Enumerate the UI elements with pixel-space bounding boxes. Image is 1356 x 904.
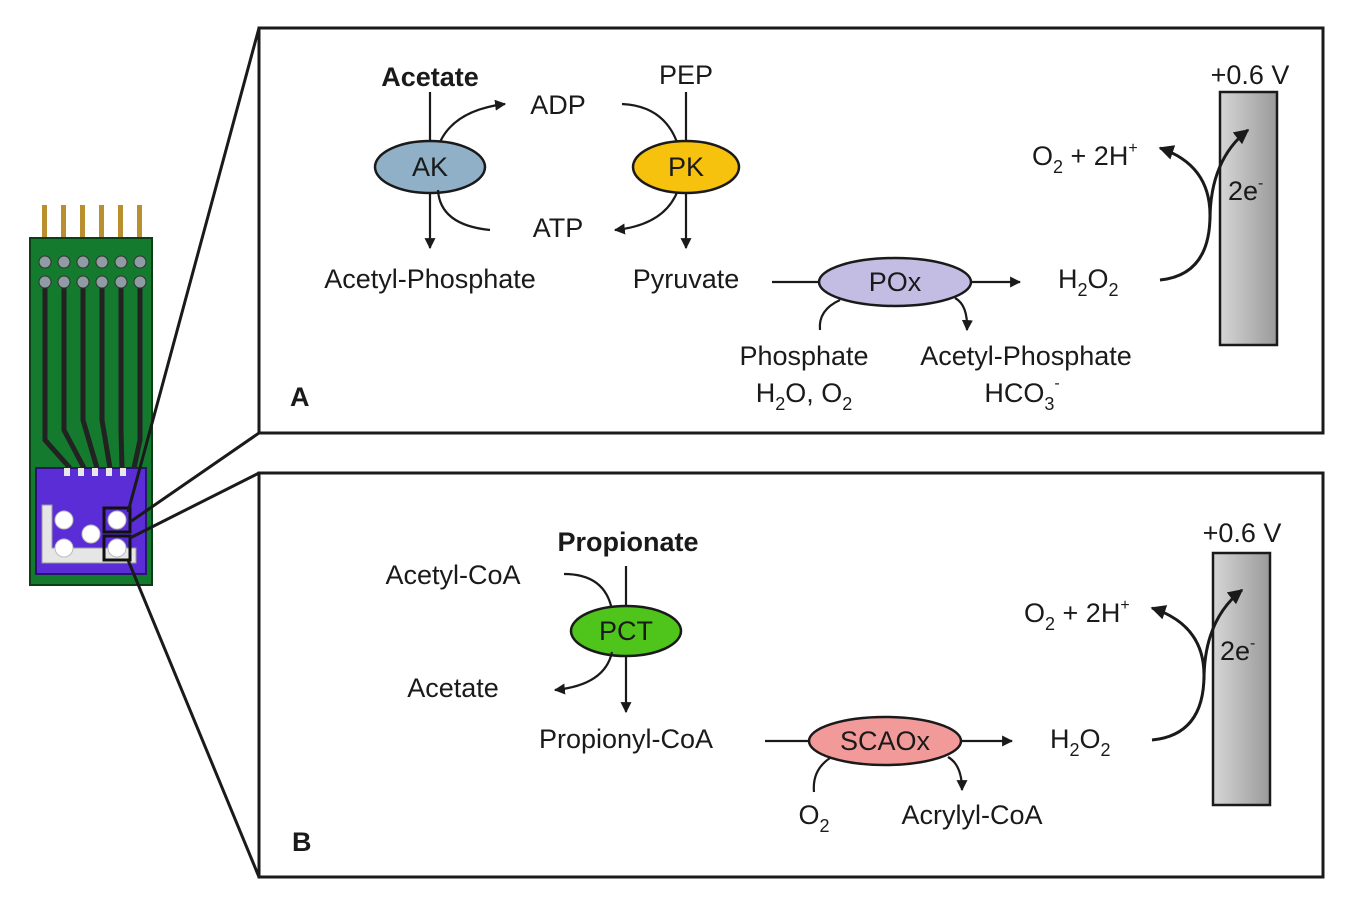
label-o2-2h-b: O2 + 2H+ xyxy=(1024,597,1130,634)
enzyme-ak-label: AK xyxy=(412,152,448,182)
label-h2o2-a: H2O2 xyxy=(1058,264,1119,300)
label-o2-b: O2 xyxy=(798,800,829,836)
working-electrodes xyxy=(54,510,127,558)
substrate-acetate: Acetate xyxy=(381,62,479,92)
product-acetyl-phosphate: Acetyl-Phosphate xyxy=(324,264,536,294)
label-acetate: Acetate xyxy=(407,673,499,703)
panel-b: B Propionate Acetyl-CoA PCT Acetate Prop… xyxy=(257,471,1325,879)
label-propionyl-coa: Propionyl-CoA xyxy=(539,724,713,754)
enzyme-pk-label: PK xyxy=(668,152,704,182)
enzyme-scaox-label: SCAOx xyxy=(840,726,931,756)
label-h2o-o2: H2O, O2 xyxy=(756,378,853,414)
zoom-lines xyxy=(126,27,261,878)
voltage-a: +0.6 V xyxy=(1211,60,1290,90)
electrons-a: 2e- xyxy=(1228,175,1263,206)
electrons-b: 2e- xyxy=(1220,635,1255,666)
enzyme-pct xyxy=(569,604,683,658)
connector-pins xyxy=(42,205,142,241)
label-atp: ATP xyxy=(533,213,584,243)
label-acrylyl-coa: Acrylyl-CoA xyxy=(901,800,1042,830)
enzyme-pox-label: POx xyxy=(869,267,922,297)
label-pyruvate: Pyruvate xyxy=(633,264,740,294)
label-hco3: HCO3- xyxy=(984,375,1059,414)
label-acetyl-coa: Acetyl-CoA xyxy=(385,560,520,590)
enzyme-ak xyxy=(373,139,487,195)
voltage-b: +0.6 V xyxy=(1203,518,1282,548)
product-acetyl-phosphate-2: Acetyl-Phosphate xyxy=(920,341,1132,371)
electrode-a xyxy=(1218,90,1279,347)
enzyme-pct-label: PCT xyxy=(599,616,653,646)
label-pep: PEP xyxy=(659,60,713,90)
panel-a: A Acetate AK Acetyl-Phosphate ADP ATP PE… xyxy=(257,26,1325,435)
label-o2-2h-a: O2 + 2H+ xyxy=(1032,140,1138,177)
chip-contact-pads xyxy=(38,255,147,289)
highlight-box-bottom xyxy=(102,534,132,562)
label-h2o2-b: H2O2 xyxy=(1050,724,1111,760)
chip-traces xyxy=(42,284,143,470)
label-phosphate: Phosphate xyxy=(739,341,868,371)
sensor-lead-contacts xyxy=(64,468,126,476)
panel-b-label: B xyxy=(292,827,312,857)
label-adp: ADP xyxy=(530,90,586,120)
panel-a-label: A xyxy=(290,382,310,412)
substrate-propionate: Propionate xyxy=(557,527,698,557)
highlight-box-top xyxy=(102,506,132,534)
sensor-chip xyxy=(29,205,153,586)
